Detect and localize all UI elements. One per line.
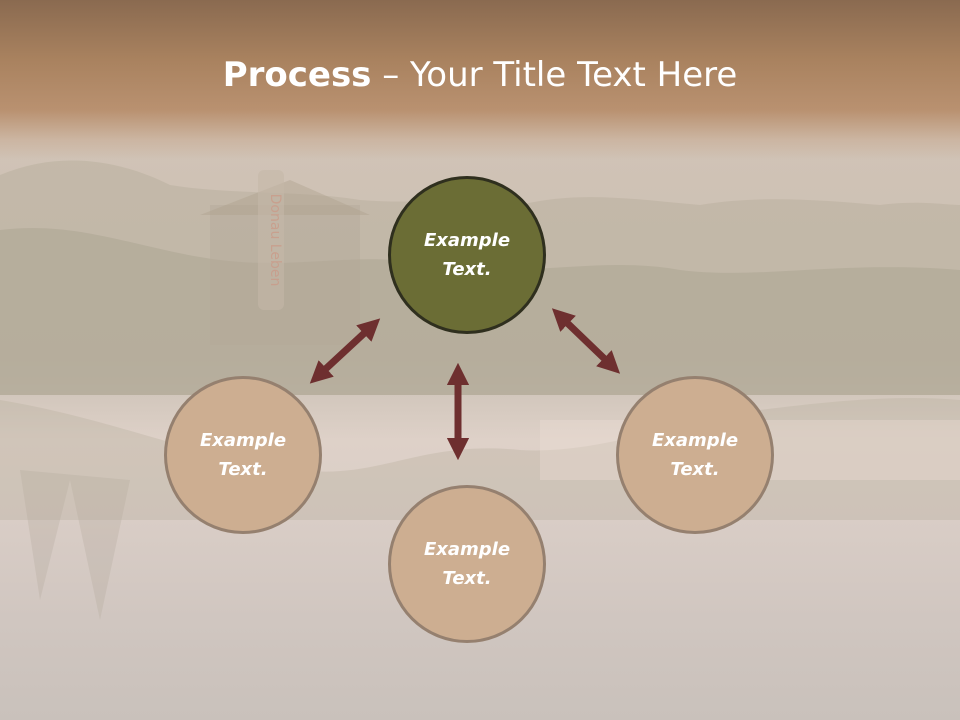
arrow-left — [309, 318, 381, 384]
node-bottom-line1: Example — [423, 539, 511, 560]
node-center-line2: Text. — [442, 259, 492, 280]
title-bold: Process — [222, 55, 372, 95]
arrow-right — [551, 308, 621, 374]
node-center: Example Text. — [388, 176, 546, 334]
node-bottom: Example Text. — [388, 485, 546, 643]
node-left-line2: Text. — [218, 459, 268, 480]
title-band — [0, 0, 960, 160]
node-right-line2: Text. — [670, 459, 720, 480]
slide-title: Process – Your Title Text Here — [0, 55, 960, 95]
node-right-line1: Example — [651, 430, 739, 451]
node-bottom-line2: Text. — [442, 568, 492, 589]
node-center-line1: Example — [423, 230, 511, 251]
node-left: Example Text. — [164, 376, 322, 534]
title-rest: – Your Title Text Here — [371, 55, 738, 95]
node-right: Example Text. — [616, 376, 774, 534]
sign-text: Donau Leben — [267, 194, 283, 287]
node-left-line1: Example — [199, 430, 287, 451]
